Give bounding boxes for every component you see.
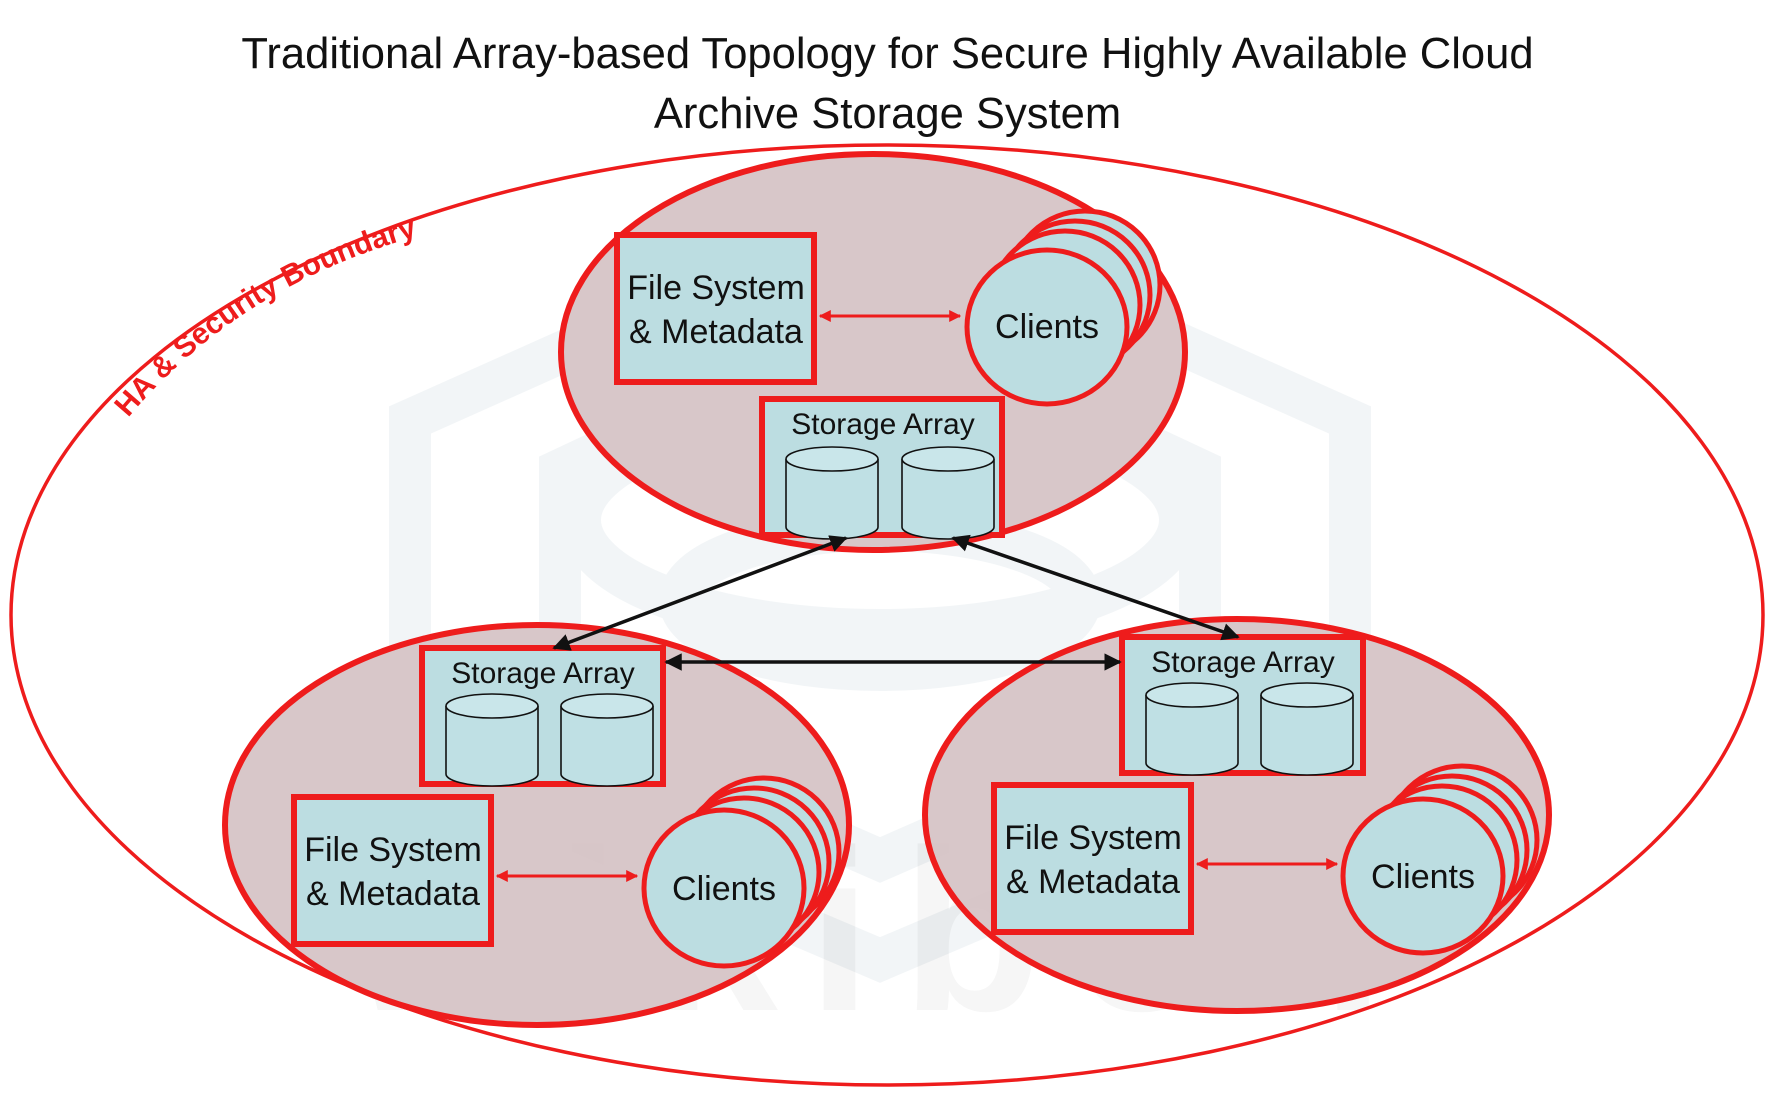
file-system-label-line1: File System	[1004, 819, 1182, 857]
replication-arrow-top-to-right	[951, 534, 1240, 641]
clients-label: Clients	[995, 308, 1099, 346]
file-system-label-line1: File System	[627, 269, 805, 307]
site-top: File System & Metadata Clients Storage A…	[558, 151, 1188, 553]
boundary-label-path: HA & Security Boundary	[108, 211, 419, 422]
site-bottom-left: Storage Array File System & Metadata Cli…	[222, 622, 852, 1028]
clients-stack[interactable]: Clients	[1340, 763, 1540, 956]
disk-icon	[785, 446, 879, 540]
disk-icon	[1145, 682, 1239, 776]
clients-stack[interactable]: Clients	[964, 208, 1163, 407]
file-system-label-line1: File System	[304, 831, 482, 869]
file-system-label-line2: & Metadata	[306, 875, 480, 913]
boundary-label: HA & Security Boundary	[108, 211, 419, 422]
file-system-label-line2: & Metadata	[1006, 863, 1180, 901]
storage-array-label: Storage Array	[451, 657, 634, 690]
title-line-2: Archive Storage System	[653, 89, 1122, 138]
clients-label: Clients	[1371, 858, 1475, 896]
disk-icon	[901, 446, 995, 540]
site-bottom-right: Storage Array File System & Metadata Cli…	[922, 616, 1552, 1014]
disk-icon	[560, 693, 654, 787]
clients-stack[interactable]: Clients	[641, 775, 842, 969]
file-system-box[interactable]: File System & Metadata	[614, 232, 817, 385]
storage-array-box[interactable]: Storage Array	[419, 645, 666, 787]
file-system-label-line2: & Metadata	[629, 313, 803, 351]
storage-array-box[interactable]: Storage Array	[759, 396, 1005, 540]
storage-array-label: Storage Array	[791, 408, 974, 441]
clients-label: Clients	[672, 870, 776, 908]
ha-security-boundary	[9, 143, 1765, 1087]
diagram-title: Traditional Array-based Topology for Sec…	[9, 24, 1766, 144]
file-system-box[interactable]: File System & Metadata	[291, 794, 494, 947]
file-system-box[interactable]: File System & Metadata	[991, 782, 1194, 935]
storage-array-label: Storage Array	[1151, 646, 1334, 679]
disk-icon	[445, 693, 539, 787]
replication-arrow-top-to-left	[552, 535, 848, 651]
title-line-1: Traditional Array-based Topology for Sec…	[241, 29, 1534, 78]
disk-icon	[1260, 682, 1354, 776]
storage-array-box[interactable]: Storage Array	[1119, 634, 1366, 776]
